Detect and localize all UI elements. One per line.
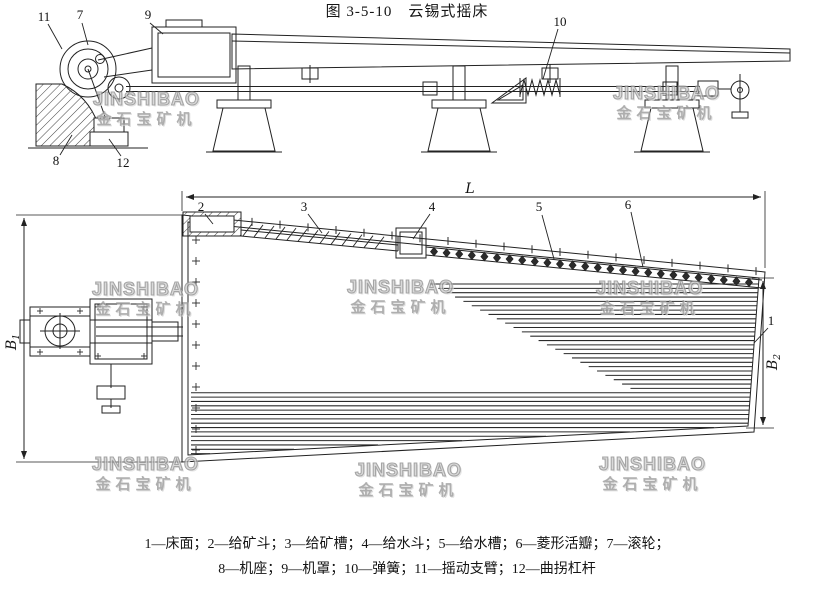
roller-wheel [59, 40, 117, 98]
handwheel [730, 80, 750, 100]
crank-lever [93, 117, 125, 133]
water-hopper [395, 227, 427, 259]
part-label-8: 8 [53, 153, 60, 168]
machine-base [35, 83, 99, 147]
legend-line-1: 1—床面；2—给矿斗；3—给矿槽；4—给水斗；5—给水槽；6—菱形活瓣；7—滚轮… [144, 537, 670, 552]
rod-hangers [301, 64, 678, 96]
deck-plan [181, 214, 766, 463]
part-label-3: 3 [301, 199, 308, 214]
part-label-12: 12 [117, 155, 130, 170]
legend-line-2: 8—机座；9—机罩；10—弹簧；11—摇动支臂；12—曲拐杠杆 [218, 562, 596, 577]
part-label-10: 10 [554, 14, 567, 29]
figure-caption: 图 3-5-10 云锡式摇床 [325, 4, 489, 20]
part-label-5: 5 [536, 199, 543, 214]
part-label-4: 4 [429, 199, 436, 214]
dimension-B1-label: B1 [4, 334, 22, 351]
head-motion-plan [19, 298, 183, 414]
water-chute [425, 246, 763, 289]
chute-hatch-lines [242, 223, 385, 250]
part-label-7: 7 [77, 7, 84, 22]
leader-lines [47, 22, 769, 344]
part-label-2: 2 [198, 199, 205, 214]
riffle-lines [191, 283, 759, 455]
plan-view [16, 191, 774, 463]
dimension-B2-label: B2 [765, 354, 783, 371]
left-edge-bolts [192, 236, 200, 454]
part-label-9: 9 [145, 7, 152, 22]
support-legs [206, 65, 710, 153]
side-view [28, 19, 791, 153]
feed-chute [240, 229, 399, 252]
head-cover [151, 26, 237, 84]
part-label-1: 1 [768, 313, 775, 328]
bolt-ticks [251, 217, 757, 276]
deck-side [231, 33, 791, 70]
part-label-6: 6 [625, 197, 632, 212]
gearbox-bolts [37, 304, 147, 359]
diamond-flaps [430, 246, 753, 288]
triangle-bracket [490, 77, 527, 104]
part-label-11: 11 [38, 9, 51, 24]
dimension-L-label: L [464, 181, 474, 197]
spring [519, 78, 561, 97]
part-labels: 11 7 9 10 8 12 2 3 4 5 6 1 [38, 7, 775, 328]
dimension-labels: L B1 B2 [4, 181, 783, 371]
